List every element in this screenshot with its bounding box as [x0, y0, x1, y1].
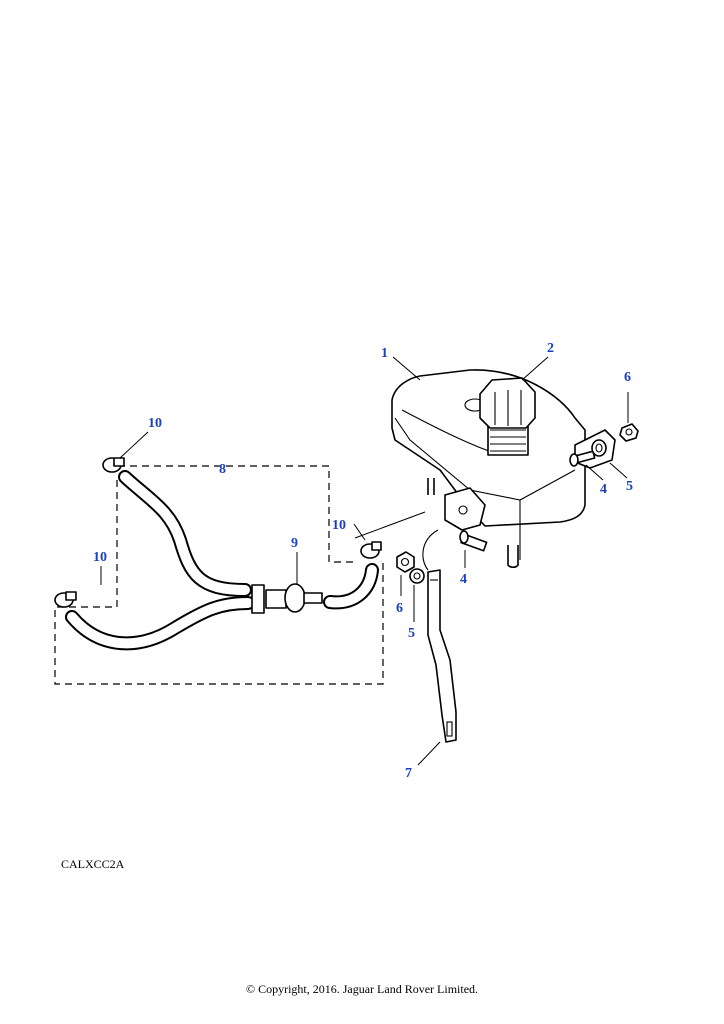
callout-hose-clip-left: 10 — [93, 550, 107, 565]
leader-lines — [100, 356, 629, 766]
hose-assembly — [65, 470, 379, 651]
callout-hose-assembly: 8 — [219, 462, 226, 477]
support-bracket — [427, 569, 457, 743]
callout-washer-lower: 5 — [408, 626, 415, 641]
guide-line — [422, 529, 439, 571]
callout-hose-clip-top: 10 — [148, 416, 162, 431]
washer — [409, 568, 425, 584]
copyright-notice: © Copyright, 2016. Jaguar Land Rover Lim… — [245, 982, 479, 996]
bolt — [569, 450, 596, 467]
hose-clip — [54, 591, 77, 608]
hose-clip — [360, 541, 382, 559]
filler-cap — [479, 377, 536, 456]
hose-assembly-outline — [54, 465, 384, 685]
callout-one-way-valve: 9 — [291, 536, 298, 551]
bolt — [459, 530, 488, 552]
callout-support-bracket: 7 — [405, 766, 412, 781]
hose-clip — [102, 457, 125, 473]
callout-bolt-upper: 4 — [600, 482, 607, 497]
callout-hose-clip-right: 10 — [332, 518, 346, 533]
callout-nut-lower: 6 — [396, 601, 403, 616]
diagram-reference-code: CALXCC2A — [61, 857, 125, 871]
nut — [619, 423, 639, 442]
callout-nut-upper: 6 — [624, 370, 631, 385]
nut — [396, 551, 415, 573]
callout-filler-cap: 2 — [547, 341, 554, 356]
callout-bolt-lower: 4 — [460, 572, 467, 587]
callout-expansion-tank: 1 — [381, 346, 388, 361]
one-way-valve — [251, 583, 323, 614]
washer — [591, 439, 607, 457]
callout-washer-upper: 5 — [626, 479, 633, 494]
